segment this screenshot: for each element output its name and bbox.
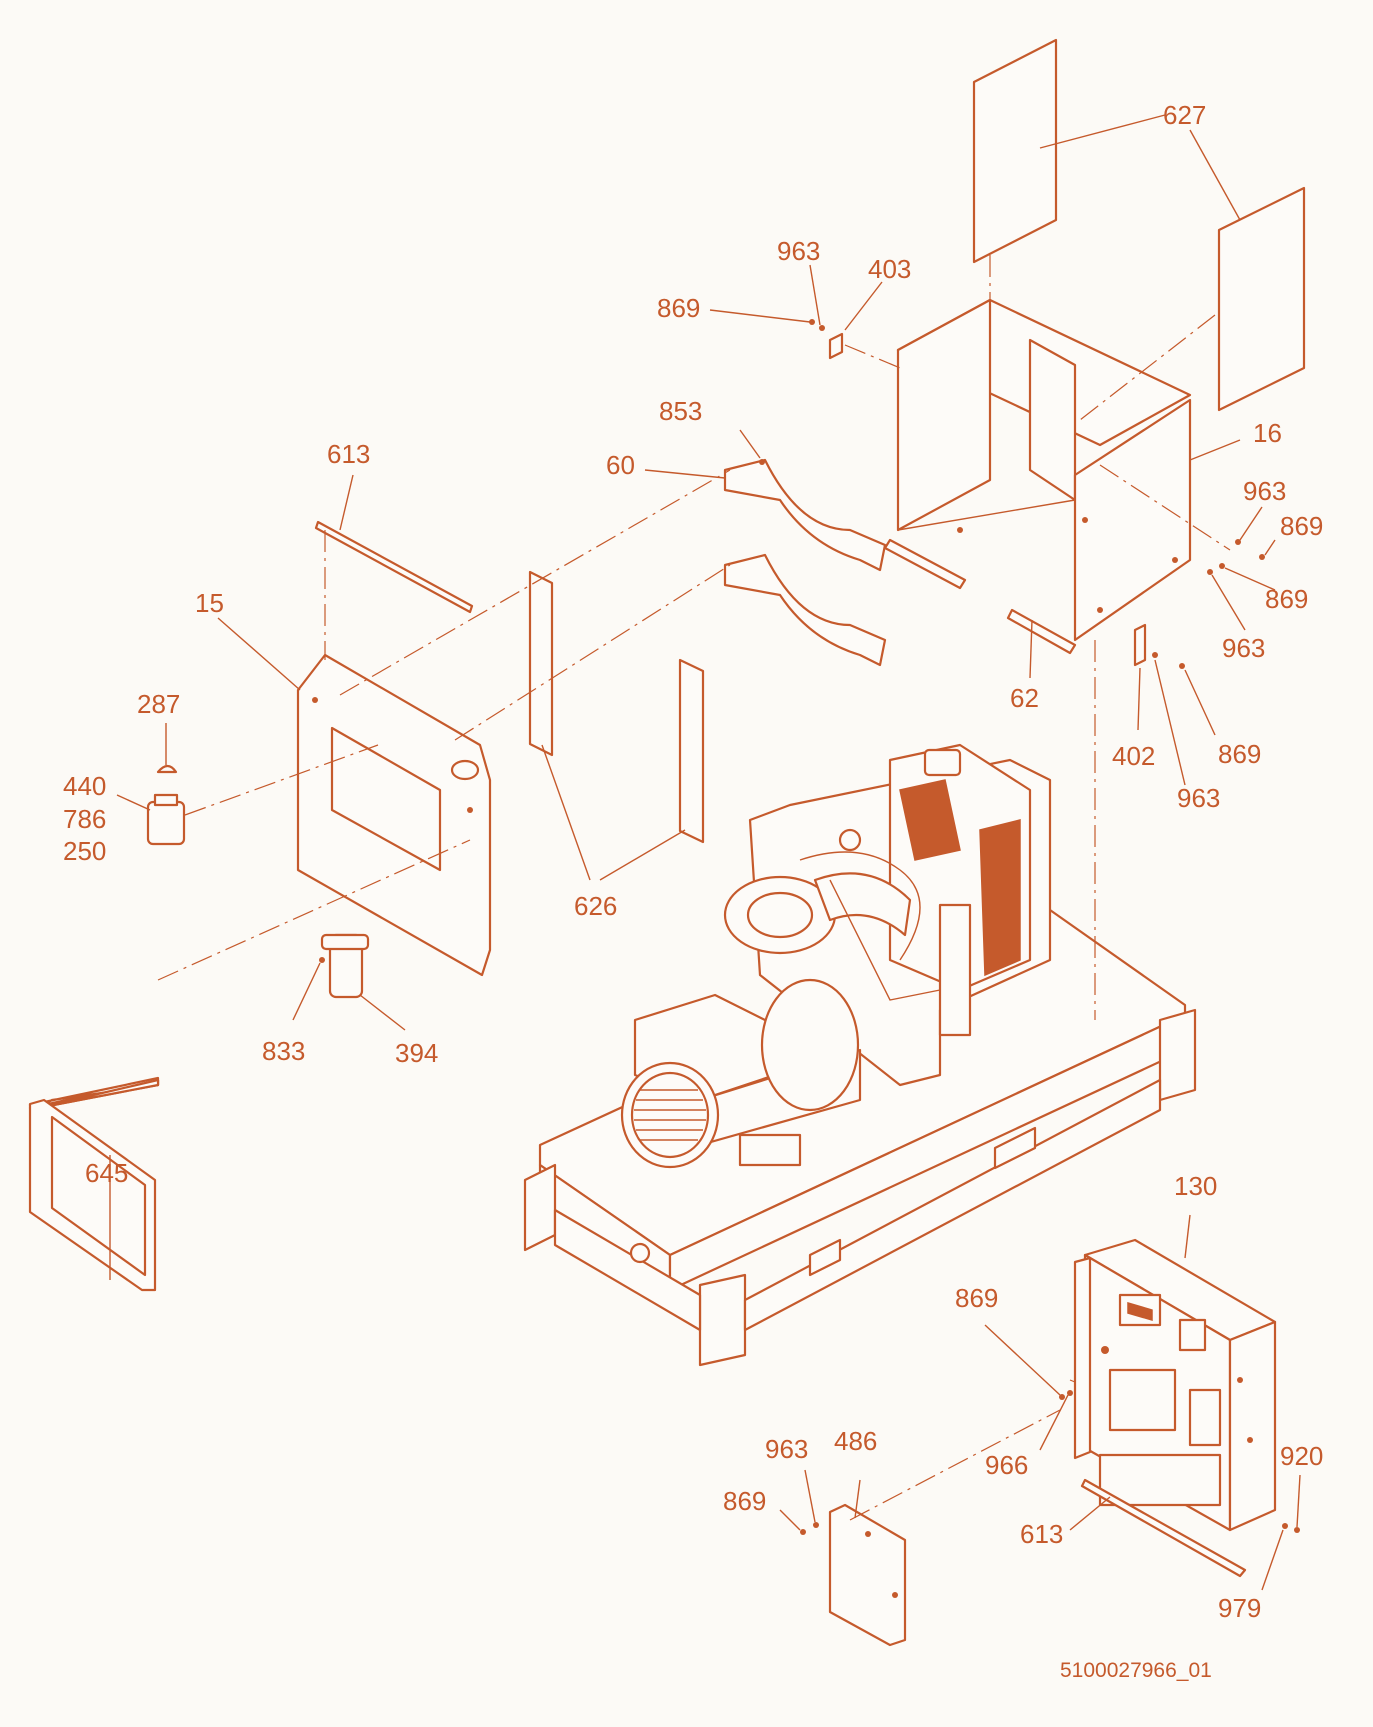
callout-403: 403 [868,254,911,284]
callout-963: 963 [1243,476,1286,506]
callout-130: 130 [1174,1171,1217,1201]
callout-853: 853 [659,396,702,426]
callout-486: 486 [834,1426,877,1456]
base-frame [523,908,1197,1367]
document-id: 5100027966_01 [1060,1659,1212,1682]
strip-613-upper [314,520,474,614]
callout-869: 869 [1280,511,1323,541]
clip-403 [828,332,844,360]
callout-250: 250 [63,836,106,866]
callout-15: 15 [195,588,224,618]
callout-963: 963 [1222,633,1265,663]
callout-613: 613 [1020,1519,1063,1549]
strip-62 [1006,608,1077,655]
callout-440: 440 [63,771,106,801]
strip-626-left [528,570,554,757]
callout-402: 402 [1112,741,1155,771]
callout-16: 16 [1253,418,1282,448]
panel-627-right [1217,186,1306,412]
callout-627: 627 [1163,100,1206,130]
cap-287 [156,764,178,774]
callout-287: 287 [137,689,180,719]
callout-963: 963 [777,236,820,266]
callout-963: 963 [1177,783,1220,813]
canopy-frame-16 [883,298,1192,642]
callout-786: 786 [63,804,106,834]
callout-62: 62 [1010,683,1039,713]
callout-626: 626 [574,891,617,921]
cover-plate-486 [828,1503,907,1647]
front-panel-15 [296,653,492,977]
panel-627-left [972,38,1058,264]
clip-402 [1133,623,1147,667]
strip-626-right [678,658,705,844]
callout-869: 869 [1265,584,1308,614]
alternator [620,978,862,1169]
callout-966: 966 [985,1450,1028,1480]
callout-869: 869 [955,1283,998,1313]
assembly-lines [157,255,1231,1521]
callout-869: 869 [723,1486,766,1516]
callout-833: 833 [262,1036,305,1066]
filter-394 [320,933,370,999]
callout-963: 963 [765,1434,808,1464]
callout-645: 645 [85,1158,128,1188]
callout-613: 613 [327,439,370,469]
callout-979: 979 [1218,1593,1261,1623]
leader-lines [109,114,1301,1591]
control-box-130 [1073,1238,1277,1532]
callout-869: 869 [1218,739,1261,769]
callout-labels: 627 963 403 869 853 60 613 16 963 869 86… [63,100,1323,1682]
callout-60: 60 [606,450,635,480]
callout-869: 869 [657,293,700,323]
callout-920: 920 [1280,1441,1323,1471]
bracket-60-upper [723,458,887,572]
callout-394: 394 [395,1038,438,1068]
filter-440 [146,793,186,846]
strip-613-lower [1080,1478,1247,1578]
frame-645 [28,1076,160,1292]
bracket-60-lower [723,553,887,667]
